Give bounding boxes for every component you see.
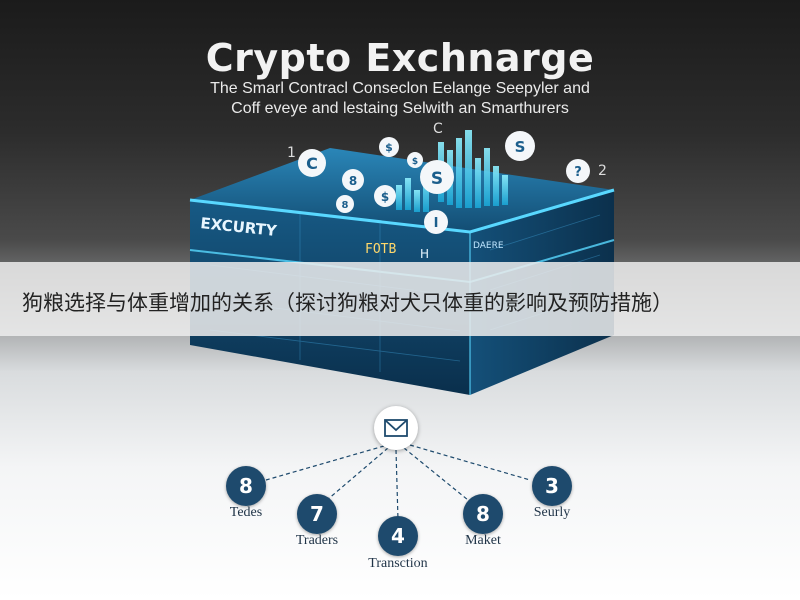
coin-eight-small-icon: 8 (336, 195, 354, 213)
connector-tedes (265, 445, 385, 481)
coin-c-icon: C (298, 149, 326, 177)
coin-dollar-mini-icon: $ (407, 152, 423, 168)
node-label-traders: Traders (295, 533, 339, 548)
bar (484, 148, 490, 206)
bar (465, 130, 472, 208)
bar (414, 190, 420, 212)
node-transction: 4 (378, 516, 418, 556)
svg-text:C: C (306, 154, 318, 173)
subtitle-line-2: Coff eveye and lestaing Selwith an Smart… (231, 100, 569, 117)
coin-s-large-icon: S (420, 160, 454, 194)
floating-label-one: 1 (287, 145, 296, 161)
svg-text:I: I (434, 216, 439, 231)
bar (456, 138, 462, 208)
bar (396, 185, 402, 210)
node-label-seurly: Seurly (533, 505, 571, 520)
network-connectors (265, 444, 531, 521)
node-traders: 7 (297, 494, 337, 534)
svg-text:?: ? (574, 165, 582, 180)
coin-eight-icon: 8 (342, 169, 364, 191)
connector-traders (326, 447, 389, 501)
platform-center-label-suffix: H (420, 247, 429, 261)
connector-transction (395, 449, 399, 521)
bar (493, 166, 499, 206)
floating-label-c: C (433, 121, 443, 137)
coin-s-icon: S (505, 131, 535, 161)
coin-dollar-small-icon: $ (374, 185, 396, 207)
caption-banner-text: 狗粮选择与体重增加的关系（探讨狗粮对犬只体重的影响及预防措施） (22, 291, 673, 315)
node-seurly: 3 (532, 466, 572, 506)
envelope-icon (374, 406, 418, 450)
svg-text:8: 8 (342, 200, 349, 211)
node-label-tedes: Tedes (229, 505, 263, 520)
svg-text:$: $ (385, 141, 393, 154)
svg-text:$: $ (381, 190, 389, 204)
page-title: Crypto Exchnarge (205, 36, 595, 80)
node-label-maket: Maket (465, 533, 501, 548)
floating-label-two: 2 (598, 163, 607, 179)
bar (502, 175, 508, 205)
platform-right-label: DAERE (473, 241, 504, 251)
platform-center-label: FOTB (365, 242, 396, 257)
connector-seurly (409, 444, 531, 481)
bar (423, 172, 429, 212)
svg-text:S: S (515, 138, 526, 156)
coin-group: C $ S 8 S $ ? 8 (298, 131, 590, 234)
connector-maket (403, 447, 469, 501)
node-maket: 8 (463, 494, 503, 534)
svg-text:$: $ (412, 157, 418, 167)
coin-dollar-icon: $ (379, 137, 399, 157)
svg-text:8: 8 (349, 174, 357, 188)
coin-question-icon: ? (566, 159, 590, 183)
node-tedes: 8 (226, 466, 266, 506)
subtitle-line-1: The Smarl Contracl Conseclon Eelange See… (210, 80, 590, 97)
bar (475, 158, 481, 208)
node-label-transction: Transction (368, 556, 428, 571)
coin-i-icon: I (424, 210, 448, 234)
bar (405, 178, 411, 210)
caption-banner (0, 262, 800, 336)
svg-text:S: S (431, 169, 443, 189)
